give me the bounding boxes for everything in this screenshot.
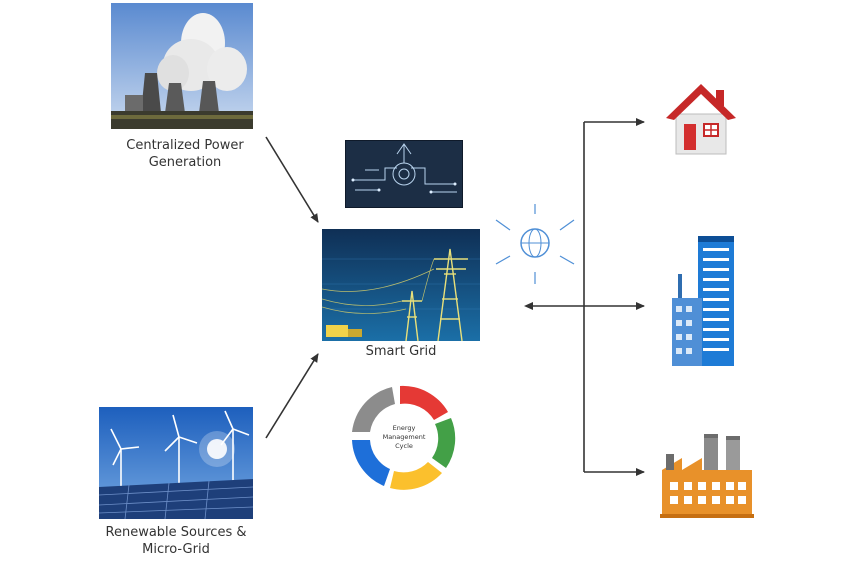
cycle-segment-blue: [352, 440, 390, 486]
smart-grid-label: Smart Grid: [365, 344, 437, 359]
globe-network-icon: [495, 204, 575, 284]
renewable-label: Renewable Sources & Micro-Grid: [90, 524, 262, 558]
central-generation-label: Centralized Power Generation: [100, 137, 270, 171]
cycle-label-line3: Cycle: [395, 442, 413, 450]
office-building-icon: [672, 236, 734, 366]
arrow-renewable-to-smartgrid: [265, 353, 319, 439]
power-plant-image: [111, 3, 253, 129]
cycle-segment-gray: [352, 387, 395, 432]
cycle-label-line1: Energy: [393, 424, 416, 432]
cycle-label-line2: Management: [383, 433, 426, 441]
factory-icon: [660, 434, 754, 518]
renewable-label-line2: Micro-Grid: [142, 542, 210, 557]
cycle-segment-green: [432, 418, 456, 468]
smart-grid-image: [322, 229, 480, 341]
circuit-network-image: [345, 140, 463, 208]
house-icon: [666, 84, 736, 155]
central-label-line1: Centralized Power: [126, 138, 244, 153]
cycle-segment-yellow: [390, 462, 442, 490]
renewable-sources-image: [99, 407, 253, 519]
renewable-label-line1: Renewable Sources &: [105, 525, 247, 540]
energy-cycle-diagram: Energy Management Cycle: [352, 385, 456, 490]
central-label-line2: Generation: [148, 155, 222, 170]
arrow-central-to-smartgrid: [265, 136, 319, 223]
cycle-segment-red: [400, 385, 448, 420]
